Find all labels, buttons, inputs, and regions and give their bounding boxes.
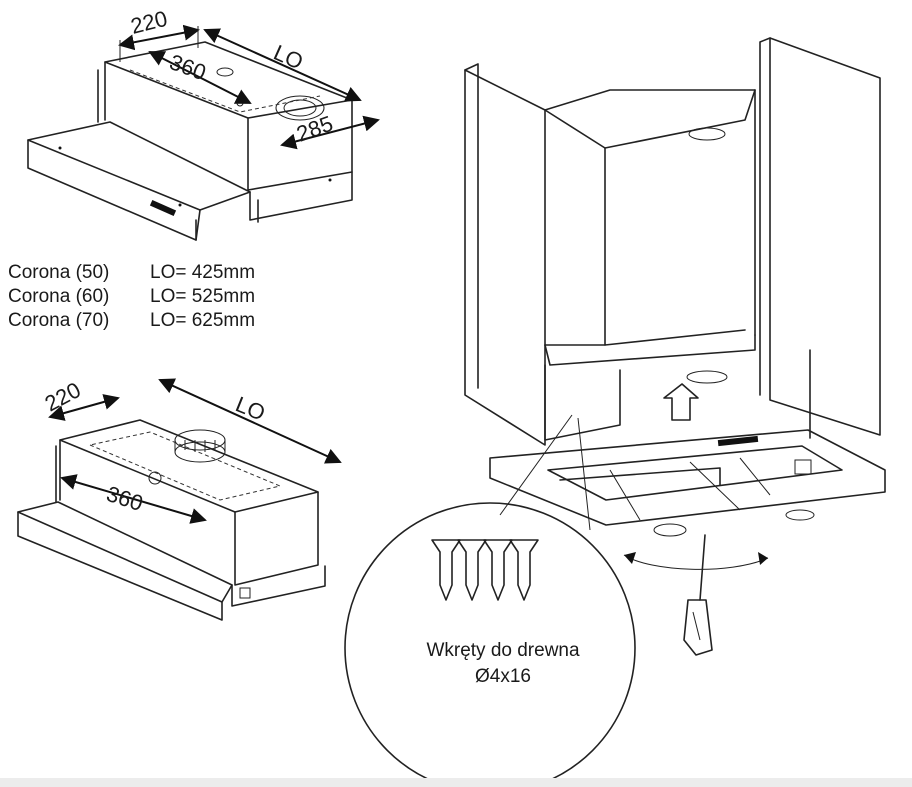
screw-title: Wkręty do drewna bbox=[426, 640, 580, 661]
screw-caption: Wkręty do drewna Ø4x16 bbox=[388, 638, 618, 690]
model-size: LO= 625mm bbox=[150, 310, 256, 331]
bottom-strip bbox=[0, 778, 912, 787]
cabinet-drawing bbox=[464, 37, 886, 656]
bottom-width-label: LO bbox=[232, 391, 269, 425]
bottom-hood-drawing bbox=[17, 419, 326, 621]
model-name: Corona (70) bbox=[8, 310, 110, 331]
screw-icon bbox=[431, 539, 539, 601]
screw-callout bbox=[344, 414, 636, 787]
model-size: LO= 525mm bbox=[150, 286, 256, 307]
bottom-hole-label: 360 bbox=[103, 481, 146, 516]
model-name: Corona (50) bbox=[8, 262, 110, 283]
model-size: LO= 425mm bbox=[150, 262, 256, 283]
model-row-50: Corona (50) LO= 425mm bbox=[8, 261, 255, 285]
bottom-depth-label: 220 bbox=[41, 377, 85, 416]
model-name: Corona (60) bbox=[8, 286, 110, 307]
model-row-60: Corona (60) LO= 525mm bbox=[8, 285, 255, 309]
top-depth-label: 220 bbox=[128, 6, 170, 39]
screw-spec: Ø4x16 bbox=[475, 666, 531, 687]
model-row-70: Corona (70) LO= 625mm bbox=[8, 309, 255, 333]
top-duct-hole bbox=[688, 127, 726, 141]
model-size-list: Corona (50) LO= 425mm Corona (60) LO= 525m… bbox=[8, 261, 255, 333]
